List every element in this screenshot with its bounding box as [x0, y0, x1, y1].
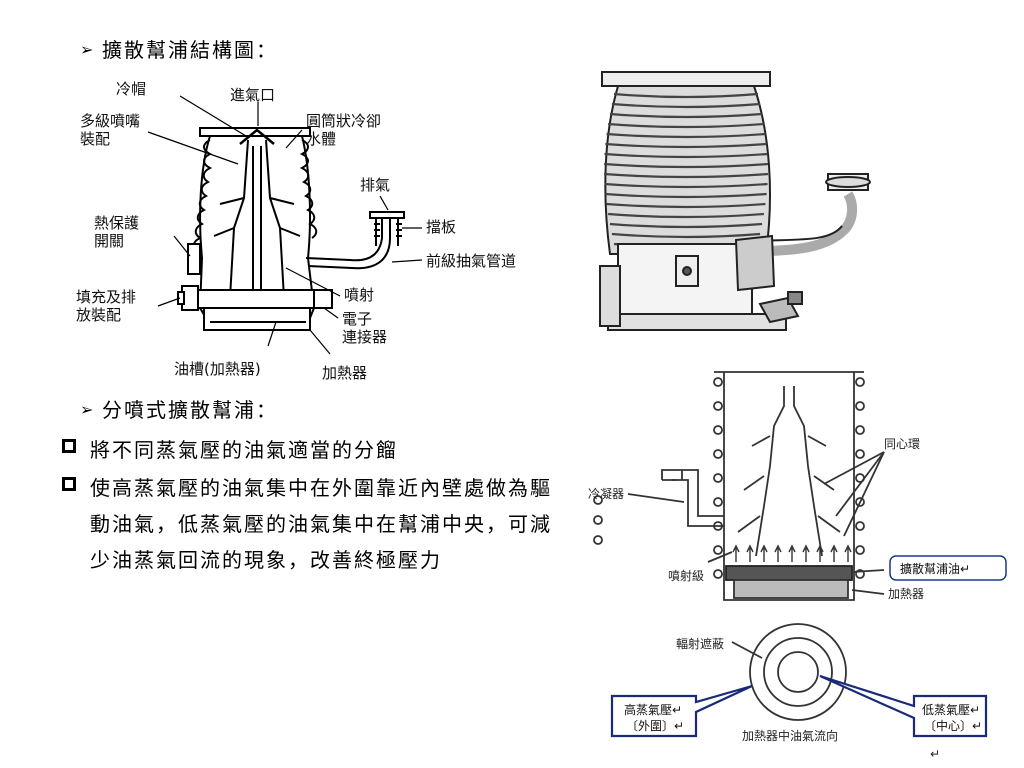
diffusion-pump-structure-diagram: 冷帽 進氣口 多級噴嘴 裝配 圓筒狀冷卻 水體 排氣 擋板 前級抽氣管道 熱保護…: [76, 80, 516, 382]
bellows-ring: [606, 202, 766, 209]
bellows-ring: [608, 212, 764, 219]
coil-loop: [855, 449, 865, 459]
bellows-ring: [613, 92, 759, 99]
diffusion-pump-photo: [592, 54, 1000, 344]
coil-loop: [855, 401, 865, 411]
bellows-ring: [605, 142, 767, 149]
bellows-ring: [609, 112, 763, 119]
square-bullet-icon: [62, 439, 76, 453]
label-pump-oil: 擴散幫浦油↵: [900, 561, 970, 576]
pump-oil-callout: 擴散幫浦油↵: [889, 555, 1007, 581]
label-heater: 加熱器: [322, 364, 367, 382]
label-condenser: 冷凝器: [588, 486, 624, 501]
section1-heading: 擴散幫浦結構圖：: [102, 38, 278, 62]
label-heater3: 加熱器: [888, 587, 924, 601]
cooling-coils-right: [855, 377, 865, 579]
coil-loop: [855, 497, 865, 507]
coil-loop: [713, 401, 723, 411]
label-high-vapor-2: 〔外圍〕↵: [626, 719, 684, 733]
label-nozzle-line2: 裝配: [80, 130, 110, 148]
low-vapor-callout: 低蒸氣壓↵ 〔中心〕↵: [819, 674, 988, 738]
coil-loop: [593, 535, 603, 545]
flow-arrow-icon: [802, 544, 810, 562]
label-inlet: 進氣口: [230, 86, 275, 104]
label-cold-cap: 冷帽: [116, 80, 146, 98]
section2-item-1: 將不同蒸氣壓的油氣適當的分餾: [62, 432, 570, 468]
label-oil-tank: 油槽(加熱器): [174, 360, 261, 378]
label-low-vapor-1: 低蒸氣壓↵: [922, 703, 980, 717]
square-bullet-icon: [62, 477, 76, 491]
bellows-ring: [604, 152, 768, 159]
bellows-ring: [611, 102, 761, 109]
coil-loop: [855, 377, 865, 387]
flow-arrow-icon: [746, 544, 754, 562]
bellows-ring: [608, 122, 764, 129]
label-elec-line1: 電子: [342, 310, 372, 328]
arrow-bullet-icon: ➢: [80, 400, 94, 419]
coil-loop: [855, 569, 865, 579]
label-jet-stage: 噴射級: [668, 568, 704, 583]
high-vapor-callout: 高蒸氣壓↵ 〔外圍〕↵: [610, 684, 753, 738]
coil-loop: [855, 425, 865, 435]
label-exhaust: 排氣: [360, 176, 390, 194]
bellows-ring: [603, 172, 769, 179]
label-return-mark: ↵: [930, 747, 940, 761]
label-thermal-line2: 開關: [94, 232, 124, 250]
label-baffle: 擋板: [426, 218, 456, 236]
coil-loop: [713, 545, 723, 555]
label-concentric: 同心環: [884, 437, 920, 451]
bellows-ring: [609, 222, 763, 229]
coil-loop: [713, 569, 723, 579]
flow-arrow-icon: [830, 544, 838, 562]
flow-arrow-icon: [760, 544, 768, 562]
label-thermal-line1: 熱保護: [94, 214, 139, 232]
label-fill-line1: 填充及排: [76, 288, 136, 306]
label-high-vapor-1: 高蒸氣壓↵: [624, 702, 682, 717]
label-fill-line2: 放裝配: [76, 306, 121, 324]
coil-loop: [855, 545, 865, 555]
flow-arrow-icon: [774, 544, 782, 562]
label-cooling-line2: 水體: [306, 130, 336, 148]
coil-loop: [713, 497, 723, 507]
section1-heading-row: ➢ 擴散幫浦結構圖：: [80, 36, 278, 64]
coil-loop: [713, 425, 723, 435]
flow-arrows: [732, 544, 852, 562]
bellows-ring: [606, 132, 766, 139]
coil-loop: [593, 495, 603, 505]
bellows-ring: [604, 182, 768, 189]
flow-arrow-icon: [844, 544, 852, 562]
coil-loop: [713, 377, 723, 387]
bellows-ring: [605, 192, 767, 199]
label-flow-caption: 加熱器中油氣流向: [742, 728, 838, 743]
arrow-bullet-icon: ➢: [80, 40, 94, 59]
label-nozzle-line1: 多級噴嘴: [80, 112, 140, 130]
label-jet: 噴射: [344, 286, 374, 304]
section2-heading: 分噴式擴散幫浦：: [102, 398, 278, 422]
label-foreline: 前級抽氣管道: [426, 252, 516, 270]
flow-arrow-icon: [732, 544, 740, 562]
item-2-text: 使高蒸氣壓的油氣集中在外圍靠近內壁處做為驅動油氣，低蒸氣壓的油氣集中在幫浦中央，…: [90, 476, 552, 572]
label-radiation-shield: 輻射遮蔽: [676, 636, 724, 651]
bellows-ring: [611, 232, 761, 239]
flow-arrow-icon: [816, 544, 824, 562]
flow-arrow-icon: [788, 544, 796, 562]
coil-loop: [855, 521, 865, 531]
coil-loop: [713, 449, 723, 459]
label-low-vapor-2: 〔中心〕↵: [924, 718, 982, 733]
coil-loop: [713, 473, 723, 483]
section2-heading-row: ➢ 分噴式擴散幫浦：: [80, 396, 278, 424]
fractionating-pump-diagram: 同心環 冷凝器 噴射級 擴散幫浦油↵ 加熱器 輻射遮蔽 高蒸氣壓↵ 〔外圍〕↵ …: [588, 371, 1007, 761]
section2-item-2: 使高蒸氣壓的油氣集中在外圍靠近內壁處做為驅動油氣，低蒸氣壓的油氣集中在幫浦中央，…: [62, 470, 552, 578]
coil-loop: [593, 515, 603, 525]
label-cooling-line1: 圓筒狀冷卻: [306, 112, 381, 130]
cooling-coils-left: [593, 377, 723, 579]
item-1-text: 將不同蒸氣壓的油氣適當的分餾: [90, 438, 398, 462]
label-elec-line2: 連接器: [342, 328, 387, 346]
bellows-ring: [603, 162, 769, 169]
